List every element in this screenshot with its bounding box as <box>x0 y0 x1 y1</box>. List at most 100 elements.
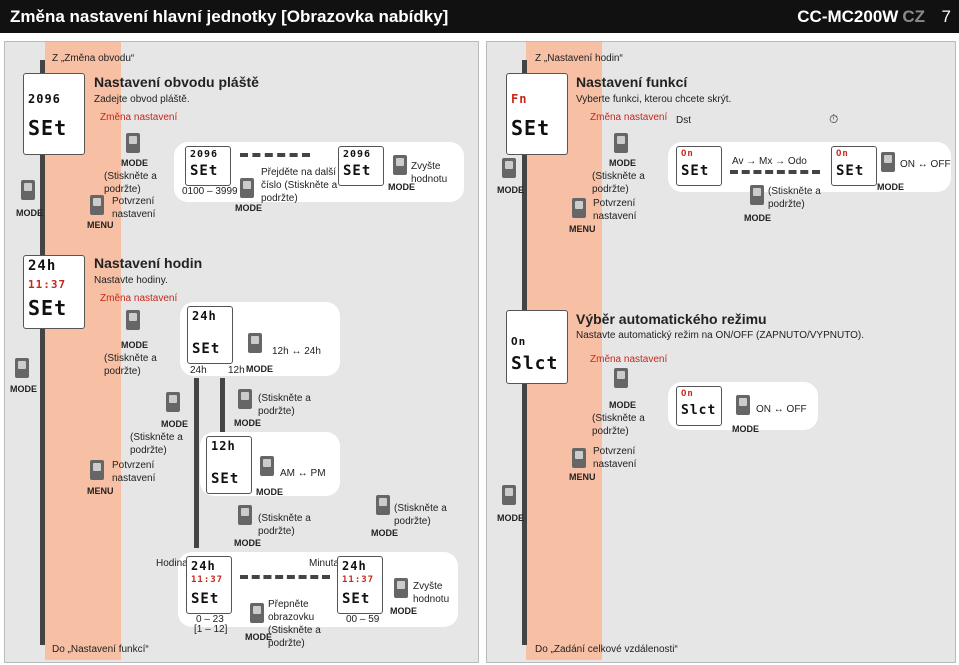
circ-title: Nastavení obvodu pláště <box>94 74 259 90</box>
func-mode-label: MODE <box>609 158 636 168</box>
clock-24-label: 24h <box>190 365 207 376</box>
clock-hold5-text: (Stiskněte a podržte) <box>394 503 447 527</box>
circ-next-mode-label: MODE <box>235 203 262 213</box>
clock-inc-mode-label: MODE <box>390 606 417 616</box>
circ-next-mode-device <box>240 178 254 198</box>
clock-hold3-mode-label: MODE <box>161 419 188 429</box>
clock-hold2-mode-device <box>238 389 252 409</box>
clock-mode-label: MODE <box>121 340 148 350</box>
page-number: 7 <box>941 7 951 26</box>
auto-screen-main: On Slct <box>506 310 568 384</box>
func-confirm-text: Potvrzení nastavení <box>593 198 637 222</box>
circ-change-label: Změna nastavení <box>100 112 178 123</box>
circ-hold-text: (Stiskněte a podržte) <box>104 171 157 195</box>
func-onoff-text: ON ↔ OFF <box>900 159 951 170</box>
func-title: Nastavení funkcí <box>576 74 688 90</box>
clock-switch-mode-device <box>250 603 264 623</box>
clock-menu-device <box>90 460 104 480</box>
left-mode-device <box>21 180 35 200</box>
page-title: Změna nastavení hlavní jednotky [Obrazov… <box>10 7 449 26</box>
auto-change-label: Změna nastavení <box>590 354 668 365</box>
clock-24-arrow <box>194 378 199 548</box>
auto-screen-edit: On Slct <box>676 386 722 426</box>
clock-left-mode-device <box>15 358 29 378</box>
auto-mode-device <box>614 368 628 388</box>
clock-hold5-mode-device <box>376 495 390 515</box>
clock-format-mode-label: MODE <box>246 364 273 374</box>
func-onoff-mode-device <box>881 152 895 172</box>
clock-hold-text: (Stiskněte a podržte) <box>104 353 157 377</box>
clock-screen-hour: 24h 11:37 SEt <box>186 556 232 614</box>
circ-mode-label: MODE <box>121 158 148 168</box>
circ-next-digit: Přejděte na další číslo (Stiskněte a pod… <box>261 167 338 204</box>
clock-hour-label: Hodina <box>156 558 188 569</box>
clock-dash-arrow <box>240 575 330 583</box>
clock-screen-12h: 12h SEt <box>206 436 252 494</box>
left-from-label: Z „Změna obvodu“ <box>52 53 135 64</box>
func-hold-text: (Stiskněte a podržte) <box>592 171 645 195</box>
clock-screen-format: 24h SEt <box>187 306 233 364</box>
clock-hold3-text: (Stiskněte a podržte) <box>130 432 183 456</box>
clock-title: Nastavení hodin <box>94 255 203 271</box>
clock-hour-range12: [1 – 12] <box>194 624 228 635</box>
clock-minute-label: Minuta <box>309 558 340 569</box>
clock-inc-mode-device <box>394 578 408 598</box>
clock-increase: Zvyšte hodnotu <box>413 581 450 605</box>
clock-confirm-text: Potvrzení nastavení <box>112 460 156 484</box>
func-desc: Vyberte funkci, kterou chcete skrýt. <box>576 94 732 105</box>
circ-menu-device <box>90 195 104 215</box>
auto-desc: Nastavte automatický režim na ON/OFF (ZA… <box>576 330 865 341</box>
func-cycle-mode-label: MODE <box>744 213 771 223</box>
auto-left-mode-label: MODE <box>497 513 524 523</box>
circ-confirm-text: Potvrzení nastavení <box>112 196 156 220</box>
circ-screen-final: 2096 SEt <box>338 146 384 186</box>
func-menu-device <box>572 198 586 218</box>
func-left-mode-label: MODE <box>497 185 524 195</box>
func-left-mode-device <box>502 158 516 178</box>
func-dst-label: Dst <box>676 115 691 126</box>
clock-hold2-mode-label: MODE <box>234 418 261 428</box>
clock-ampm-mode-label: MODE <box>256 487 283 497</box>
circ-dash-arrow <box>240 153 310 161</box>
clock-ampm-text: AM ↔ PM <box>280 468 326 479</box>
clock-desc: Nastavte hodiny. <box>94 275 168 286</box>
clock-format-mode-device <box>248 333 262 353</box>
clock-switch-text: Přepněte obrazovku (Stiskněte a podržte) <box>268 599 321 649</box>
circ-menu-label: MENU <box>87 220 114 230</box>
circ-range: 0100 – 3999 <box>182 186 238 197</box>
clock-screen-main: 24h 11:37 SEt <box>23 255 85 329</box>
clock-menu-label: MENU <box>87 486 114 496</box>
circ-screen-edit: 2096 SEt <box>185 146 231 186</box>
clock-mode-device <box>126 310 140 330</box>
auto-onoff-text: ON ↔ OFF <box>756 404 807 415</box>
clock-screen-minute: 24h 11:37 SEt <box>337 556 383 614</box>
auto-onoff-mode-device <box>736 395 750 415</box>
auto-hold-text: (Stiskněte a podržte) <box>592 413 645 437</box>
func-cycle-mode-device <box>750 185 764 205</box>
auto-confirm-text: Potvrzení nastavení <box>593 446 637 470</box>
func-onoff-mode-label: MODE <box>877 182 904 192</box>
circ-screen-main: 2096 SEt <box>23 73 85 155</box>
clock-format-text: 12h ↔ 24h <box>272 346 321 357</box>
clock-hour-range: 0 – 23 <box>196 614 224 625</box>
stopwatch-icon: ⏱ <box>829 112 839 126</box>
clock-switch-mode-label: MODE <box>245 632 272 642</box>
clock-left-mode-label: MODE <box>10 384 37 394</box>
right-to-label: Do „Zadání celkové vzdálenosti“ <box>535 644 678 655</box>
right-from-label: Z „Nastavení hodin“ <box>535 53 623 64</box>
clock-ampm-mode-device <box>260 456 274 476</box>
page-header: Změna nastavení hlavní jednotky [Obrazov… <box>0 0 959 33</box>
clock-12-label: 12h <box>228 365 245 376</box>
clock-hold5-mode-label: MODE <box>371 528 398 538</box>
clock-hold4-mode-device <box>238 505 252 525</box>
circ-inc-mode-label: MODE <box>388 182 415 192</box>
func-mode-device <box>614 133 628 153</box>
clock-min-range: 00 – 59 <box>346 614 380 625</box>
func-change-label: Změna nastavení <box>590 112 668 123</box>
auto-title: Výběr automatického režimu <box>576 311 767 327</box>
left-to-label: Do „Nastavení funkcí“ <box>52 644 149 655</box>
func-menu-label: MENU <box>569 224 596 234</box>
circ-desc: Zadejte obvod pláště. <box>94 94 190 105</box>
func-screen-main: Fn SEt <box>506 73 568 155</box>
auto-mode-label: MODE <box>609 400 636 410</box>
